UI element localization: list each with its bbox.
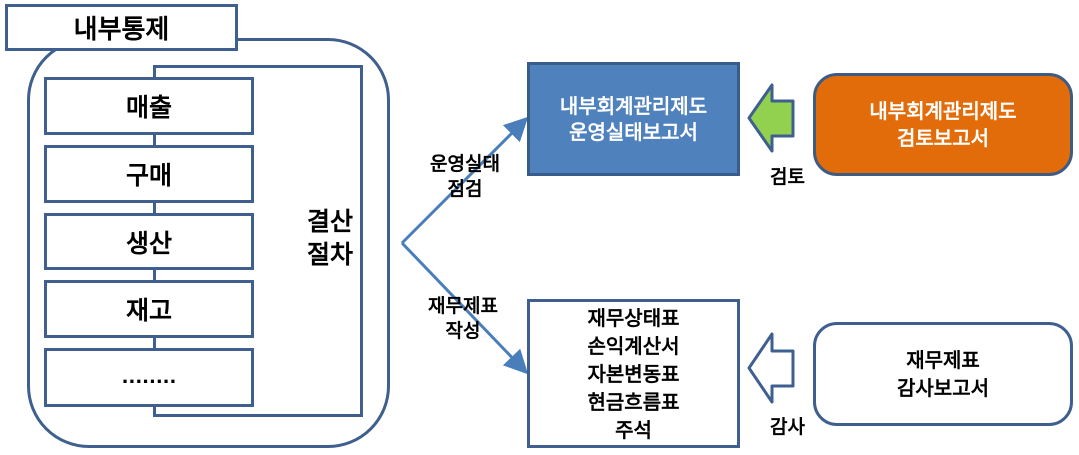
financial-statements-box: 재무상태표 손익계산서 자본변동표 현금흐름표 주석	[527, 299, 740, 448]
process-label: 매출	[125, 93, 172, 122]
report-line: 내부회계관리제도	[869, 98, 1017, 123]
closing-line: 절차	[306, 240, 353, 269]
report-line: 검토보고서	[897, 125, 989, 150]
closing-process-label: 결산 절차	[280, 205, 380, 271]
internal-control-title: 내부통제	[5, 4, 238, 51]
audit-arrow-icon	[747, 332, 795, 404]
process-label: ........	[121, 367, 177, 388]
audit-report-box: 재무제표 감사보고서	[813, 322, 1073, 426]
statement-line: 주석	[615, 417, 652, 442]
flow-label-line: 점검	[447, 178, 483, 200]
process-label: 재고	[125, 296, 172, 325]
process-item-etc: ........	[44, 348, 254, 407]
flow-label-line: 재무제표	[428, 295, 498, 317]
arrow-to-operation-report	[400, 116, 529, 245]
review-report-box: 내부회계관리제도 검토보고서	[813, 73, 1073, 176]
operation-report-box: 내부회계관리제도 운영실태보고서	[527, 62, 740, 176]
statement-line: 손익계산서	[587, 333, 680, 358]
arrow-to-financial-statements	[400, 241, 529, 375]
statement-line: 자본변동표	[587, 361, 680, 386]
process-label: 생산	[125, 228, 172, 258]
process-item-sales: 매출	[44, 77, 254, 135]
preparation-label: 재무제표 작성	[403, 294, 523, 344]
title-text: 내부통제	[73, 15, 170, 45]
inspection-label: 운영실태 점검	[405, 152, 525, 202]
audit-label: 감사	[770, 416, 805, 438]
flow-label-line: 작성	[445, 320, 481, 342]
review-label: 검토	[770, 166, 805, 188]
statement-line: 현금흐름표	[587, 389, 680, 414]
report-line: 내부회계관리제도	[559, 94, 708, 118]
report-line: 재무제표	[906, 348, 980, 372]
process-item-purchase: 구매	[44, 145, 254, 203]
process-label: 구매	[125, 161, 172, 190]
closing-line: 결산	[306, 207, 353, 236]
flow-label-line: 운영실태	[430, 153, 500, 175]
report-line: 운영실태보고서	[569, 120, 698, 144]
process-item-production: 생산	[44, 213, 254, 270]
process-item-inventory: 재고	[44, 280, 254, 338]
report-line: 감사보고서	[897, 376, 989, 400]
review-arrow-icon	[747, 83, 795, 153]
statement-line: 재무상태표	[587, 305, 680, 330]
